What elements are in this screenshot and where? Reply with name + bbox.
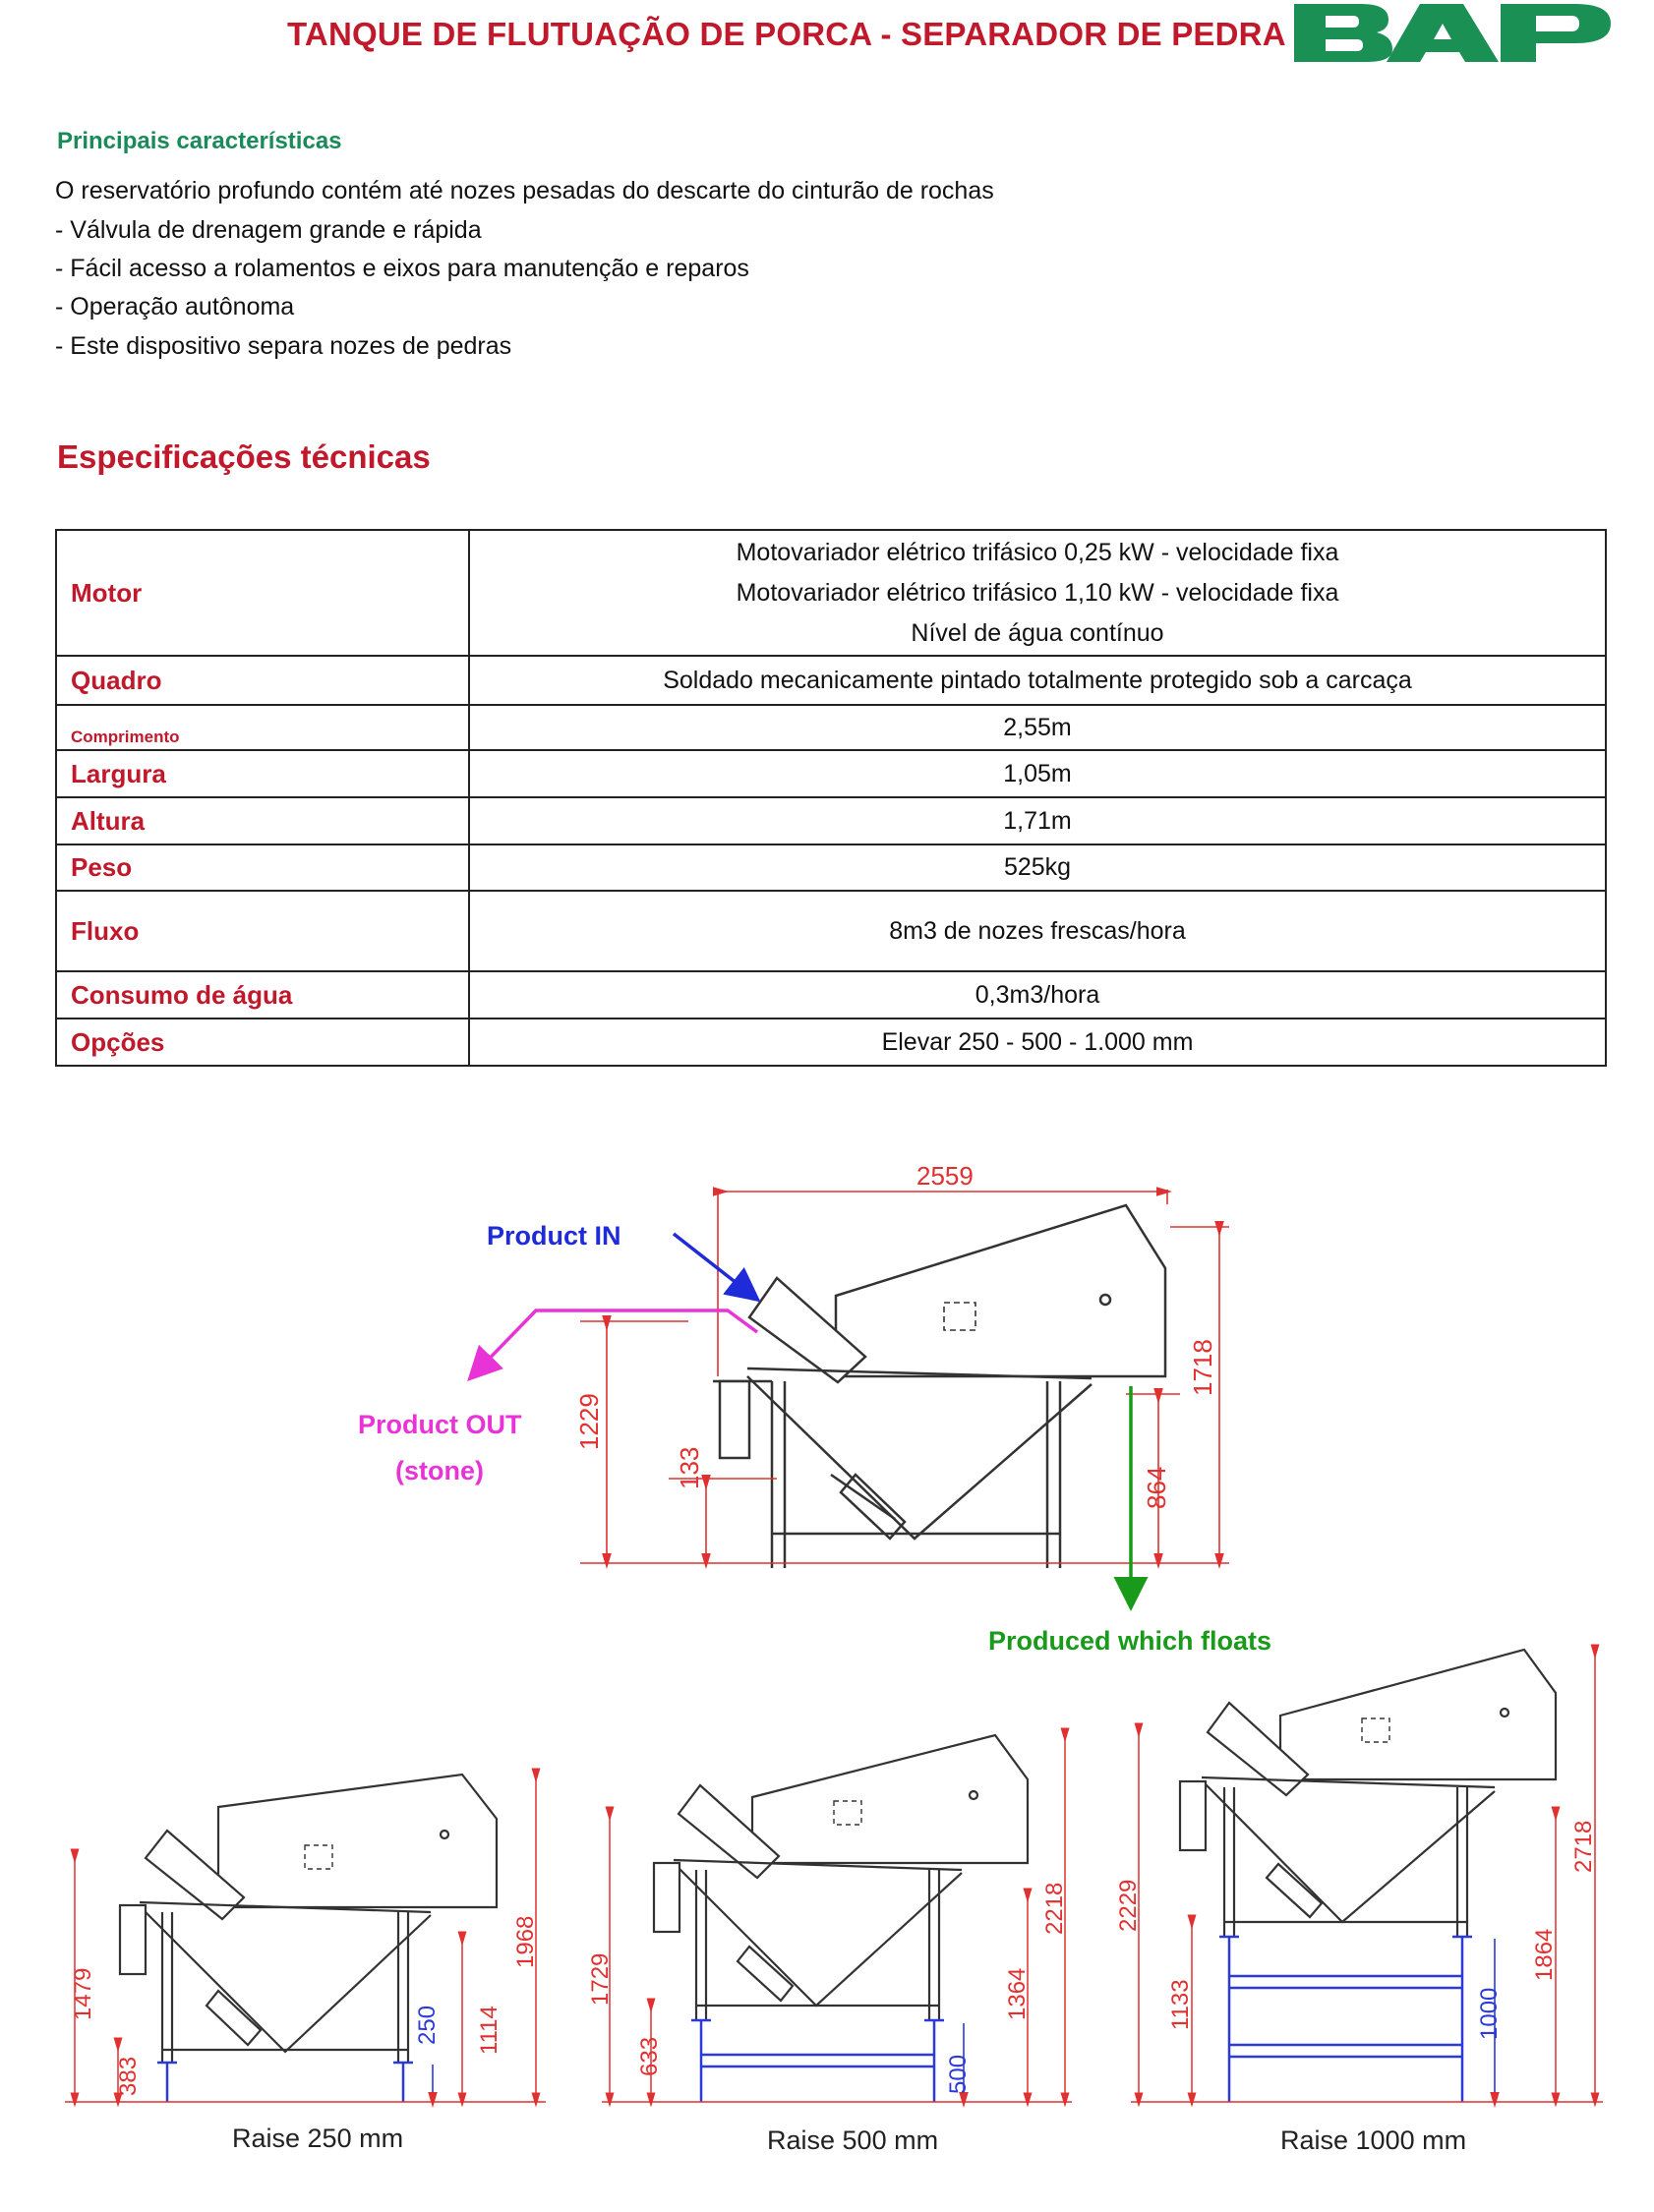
- table-row: Motor Motovariador elétrico trifásico 0,…: [55, 529, 1607, 657]
- product-in-label: Product IN: [487, 1221, 621, 1251]
- spec-table: Motor Motovariador elétrico trifásico 0,…: [55, 529, 1607, 1067]
- dim-label: 2229: [1115, 1880, 1142, 1932]
- dim-label: 1133: [1167, 1979, 1194, 2030]
- dim-label: 383: [115, 2057, 142, 2096]
- spec-value: 2,55m: [468, 704, 1607, 751]
- product-out-arrow: [467, 1309, 759, 1382]
- spec-value: Motovariador elétrico trifásico 0,25 kW …: [468, 529, 1607, 657]
- features-heading: Principais características: [57, 128, 342, 154]
- spec-value: Elevar 250 - 500 - 1.000 mm: [468, 1018, 1607, 1067]
- raise-caption: Raise 500 mm: [767, 2125, 938, 2155]
- bap-logo: [1294, 4, 1611, 62]
- main-machine: [713, 1203, 1167, 1568]
- dim-label: 1968: [512, 1916, 539, 1968]
- spec-label: Quadro: [55, 655, 470, 706]
- specs-heading: Especificações técnicas: [57, 438, 431, 475]
- dim-height: 1718: [1188, 1339, 1217, 1396]
- spec-value: 525kg: [468, 844, 1607, 892]
- spec-label: Largura: [55, 749, 470, 798]
- table-row: Altura 1,71m: [55, 796, 1607, 845]
- raise-250-drawing: [65, 1768, 546, 2108]
- spec-label: Comprimento: [55, 704, 470, 751]
- table-row: Comprimento 2,55m: [55, 704, 1607, 751]
- spec-label: Consumo de água: [55, 970, 470, 1019]
- spec-value: 8m3 de nozes frescas/hora: [468, 890, 1607, 972]
- dim-label: 500: [945, 2055, 972, 2094]
- table-row: Largura 1,05m: [55, 749, 1607, 798]
- produced-floats-label: Produced which floats: [988, 1626, 1271, 1656]
- dim-label: 2718: [1570, 1821, 1597, 1873]
- feature-item: - Este dispositivo separa nozes de pedra…: [55, 332, 512, 360]
- dim-label: 1729: [587, 1953, 614, 2006]
- table-row: Consumo de água 0,3m3/hora: [55, 970, 1607, 1019]
- raise-1000-drawing: [1131, 1644, 1603, 2108]
- dim-label: 633: [636, 2037, 663, 2076]
- product-out-label: Product OUT: [358, 1410, 522, 1439]
- dim-label: 2218: [1041, 1883, 1068, 1935]
- spec-value-line: Motovariador elétrico trifásico 1,10 kW …: [736, 578, 1339, 607]
- dim-label: 1114: [476, 2006, 502, 2055]
- dim-outlet: 1229: [574, 1393, 604, 1450]
- spec-value: 1,71m: [468, 796, 1607, 845]
- spec-value: 0,3m3/hora: [468, 970, 1607, 1019]
- spec-label: Opções: [55, 1018, 470, 1067]
- feature-item: - Válvula de drenagem grande e rápida: [55, 216, 482, 244]
- technical-drawing: Product IN Product OUT (stone) Produced …: [65, 1161, 1603, 2155]
- dim-label: 1000: [1476, 1988, 1503, 2040]
- dim-label: 1479: [70, 1968, 96, 2020]
- dim-label: 250: [414, 2006, 441, 2045]
- feature-item: - Operação autônoma: [55, 293, 295, 320]
- feature-item: O reservatório profundo contém até nozes…: [55, 177, 994, 204]
- raise-caption: Raise 1000 mm: [1280, 2125, 1466, 2155]
- spec-value-line: Motovariador elétrico trifásico 0,25 kW …: [736, 538, 1339, 566]
- dim-length: 2559: [916, 1161, 974, 1191]
- dim-base: 133: [675, 1447, 704, 1489]
- spec-value: 1,05m: [468, 749, 1607, 798]
- spec-label: Motor: [55, 529, 470, 657]
- spec-label: Fluxo: [55, 890, 470, 972]
- raise-caption: Raise 250 mm: [232, 2124, 403, 2153]
- product-in-arrow: [672, 1232, 761, 1303]
- table-row: Fluxo 8m3 de nozes frescas/hora: [55, 890, 1607, 972]
- raise-500-drawing: [602, 1727, 1072, 2108]
- page-title: TANQUE DE FLUTUAÇÃO DE PORCA - SEPARADOR…: [287, 16, 1286, 52]
- spec-label: Peso: [55, 844, 470, 892]
- table-row: Opções Elevar 250 - 500 - 1.000 mm: [55, 1018, 1607, 1067]
- spec-value: Soldado mecanicamente pintado totalmente…: [468, 655, 1607, 706]
- feature-item: - Fácil acesso a rolamentos e eixos para…: [55, 255, 749, 282]
- product-out-sub-label: (stone): [395, 1456, 484, 1485]
- dim-label: 1364: [1004, 1968, 1031, 2020]
- dim-label: 1864: [1531, 1929, 1558, 1981]
- table-row: Peso 525kg: [55, 844, 1607, 892]
- main-dimensions: [580, 1187, 1229, 1569]
- dim-float-drop: 864: [1142, 1467, 1171, 1509]
- spec-value-line: Nível de água contínuo: [911, 618, 1164, 647]
- spec-label: Altura: [55, 796, 470, 845]
- table-row: Quadro Soldado mecanicamente pintado tot…: [55, 655, 1607, 706]
